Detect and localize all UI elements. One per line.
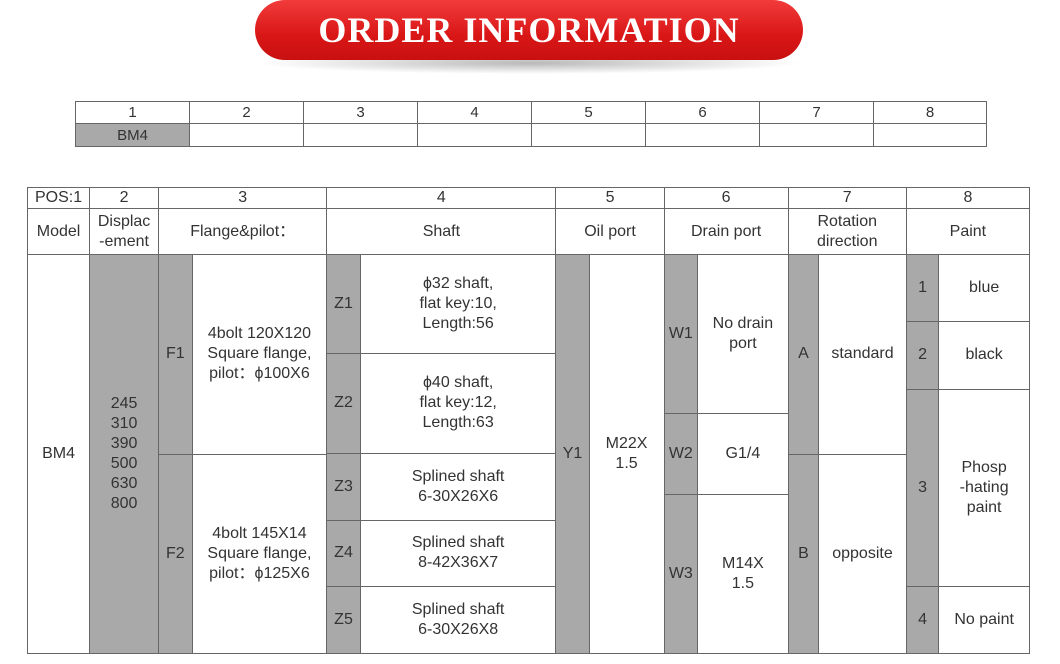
drain-port-desc: No drain port xyxy=(697,255,788,414)
drain-port-code: W1 xyxy=(664,255,699,414)
title-banner: ORDER INFORMATION xyxy=(245,0,815,74)
oil-port-desc: M22X 1.5 xyxy=(588,254,665,654)
order-code-header: 7 xyxy=(759,101,874,124)
shaft-option: Z1 ϕ32 shaft, flat key:10, Length:56 xyxy=(327,255,556,355)
shaft-code: Z1 xyxy=(327,255,361,355)
order-code-value xyxy=(531,123,646,147)
order-code-value-row: BM4 xyxy=(75,123,987,147)
col-title-flange: Flange&pilot： xyxy=(158,208,328,255)
pos-header: 3 xyxy=(158,187,328,209)
pos-header: 6 xyxy=(663,187,789,209)
order-code-value xyxy=(417,123,532,147)
order-code-header: 4 xyxy=(417,101,532,124)
col-title-rotation: Rotation direction xyxy=(787,208,907,255)
rotation-option: A standard xyxy=(788,255,906,455)
col-title-oil-port: Oil port xyxy=(555,208,665,255)
rotation-desc: opposite xyxy=(818,453,906,653)
pos-header: 5 xyxy=(555,187,665,209)
col-title-paint: Paint xyxy=(905,208,1031,255)
shaft-option: Z3 Splined shaft 6-30X26X6 xyxy=(327,452,556,521)
order-code-header: 6 xyxy=(645,101,760,124)
order-code-header: 2 xyxy=(189,101,304,124)
drain-port-options: W1 No drain port W2 G1/4 W3 M14X 1.5 xyxy=(663,254,789,654)
shaft-code: Z3 xyxy=(327,452,361,521)
pos-header: 4 xyxy=(326,187,557,209)
rotation-options: A standard B opposite xyxy=(787,254,907,654)
flange-code: F1 xyxy=(159,255,193,455)
paint-desc: Phosp -hating paint xyxy=(938,388,1029,588)
col-title-model: Model xyxy=(26,208,91,255)
order-code-header-row: 1 2 3 4 5 6 7 8 xyxy=(75,101,987,124)
paint-code: 2 xyxy=(906,320,940,390)
drain-port-code: W3 xyxy=(664,494,699,653)
shaft-desc: ϕ32 shaft, flat key:10, Length:56 xyxy=(359,255,556,355)
drain-port-desc: M14X 1.5 xyxy=(697,494,788,653)
drain-port-option: W3 M14X 1.5 xyxy=(664,494,788,653)
flange-options: F1 4bolt 120X120 Square flange, pilot：ϕ1… xyxy=(158,254,328,654)
paint-desc: black xyxy=(938,320,1029,390)
options-row: BM4 245 310 390 500 630 800 F1 4bolt 120… xyxy=(26,254,1031,654)
rotation-option: B opposite xyxy=(788,453,906,653)
pos-header: 2 xyxy=(89,187,160,209)
rotation-code: B xyxy=(788,453,820,653)
col-title-drain-port: Drain port xyxy=(663,208,789,255)
paint-code: 1 xyxy=(906,255,940,322)
paint-option: 3 Phosp -hating paint xyxy=(906,388,1029,588)
paint-desc: blue xyxy=(938,255,1029,322)
shaft-desc: Splined shaft 6-30X26X8 xyxy=(359,586,556,653)
paint-option: 4 No paint xyxy=(906,586,1029,653)
order-code-value xyxy=(645,123,760,147)
flange-desc: 4bolt 145X14 Square flange, pilot：ϕ125X6 xyxy=(191,453,327,653)
paint-code: 4 xyxy=(906,586,940,653)
col-title-shaft: Shaft xyxy=(326,208,557,255)
flange-option: F2 4bolt 145X14 Square flange, pilot：ϕ12… xyxy=(159,453,327,653)
order-code-value xyxy=(759,123,874,147)
flange-code: F2 xyxy=(159,453,193,653)
pos-header-row: POS:1 2 3 4 5 6 7 8 xyxy=(26,187,1031,209)
shaft-option: Z4 Splined shaft 8-42X36X7 xyxy=(327,519,556,588)
order-code-header: 8 xyxy=(873,101,987,124)
shaft-code: Z5 xyxy=(327,586,361,653)
col-title-displacement: Displac -ement xyxy=(89,208,160,255)
flange-option: F1 4bolt 120X120 Square flange, pilot：ϕ1… xyxy=(159,255,327,455)
order-code-value xyxy=(189,123,304,147)
shaft-options: Z1 ϕ32 shaft, flat key:10, Length:56 Z2 … xyxy=(326,254,557,654)
model-value: BM4 xyxy=(26,254,91,654)
paint-desc: No paint xyxy=(938,586,1029,653)
flange-desc: 4bolt 120X120 Square flange, pilot：ϕ100X… xyxy=(191,255,327,455)
shaft-desc: Splined shaft 6-30X26X6 xyxy=(359,452,556,521)
column-title-row: Model Displac -ement Flange&pilot： Shaft… xyxy=(26,208,1031,255)
order-code-table: 1 2 3 4 5 6 7 8 BM4 xyxy=(75,101,987,147)
rotation-desc: standard xyxy=(818,255,906,455)
order-code-header: 5 xyxy=(531,101,646,124)
paint-option: 1 blue xyxy=(906,255,1029,322)
displacement-values: 245 310 390 500 630 800 xyxy=(89,254,160,654)
shaft-desc: Splined shaft 8-42X36X7 xyxy=(359,519,556,588)
rotation-code: A xyxy=(788,255,820,455)
shaft-option: Z5 Splined shaft 6-30X26X8 xyxy=(327,586,556,653)
shaft-code: Z2 xyxy=(327,353,361,454)
shaft-desc: ϕ40 shaft, flat key:12, Length:63 xyxy=(359,353,556,454)
drain-port-option: W1 No drain port xyxy=(664,255,788,414)
paint-options: 1 blue 2 black 3 Phosp -hating paint 4 N… xyxy=(905,254,1031,654)
order-code-header: 3 xyxy=(303,101,418,124)
paint-option: 2 black xyxy=(906,320,1029,390)
order-code-value-model: BM4 xyxy=(75,123,190,147)
drain-port-code: W2 xyxy=(664,412,699,496)
shaft-code: Z4 xyxy=(327,519,361,588)
oil-port-code: Y1 xyxy=(555,254,590,654)
drain-port-option: W2 G1/4 xyxy=(664,412,788,496)
banner-title: ORDER INFORMATION xyxy=(255,0,803,60)
shaft-option: Z2 ϕ40 shaft, flat key:12, Length:63 xyxy=(327,353,556,454)
order-code-value xyxy=(873,123,987,147)
pos-header: 7 xyxy=(787,187,907,209)
paint-code: 3 xyxy=(906,388,940,588)
pos-header: 8 xyxy=(905,187,1031,209)
drain-port-desc: G1/4 xyxy=(697,412,788,496)
order-code-value xyxy=(303,123,418,147)
pos-header: POS:1 xyxy=(26,187,91,209)
spec-table: POS:1 2 3 4 5 6 7 8 Model Displac -ement… xyxy=(26,187,1031,654)
order-code-header: 1 xyxy=(75,101,190,124)
